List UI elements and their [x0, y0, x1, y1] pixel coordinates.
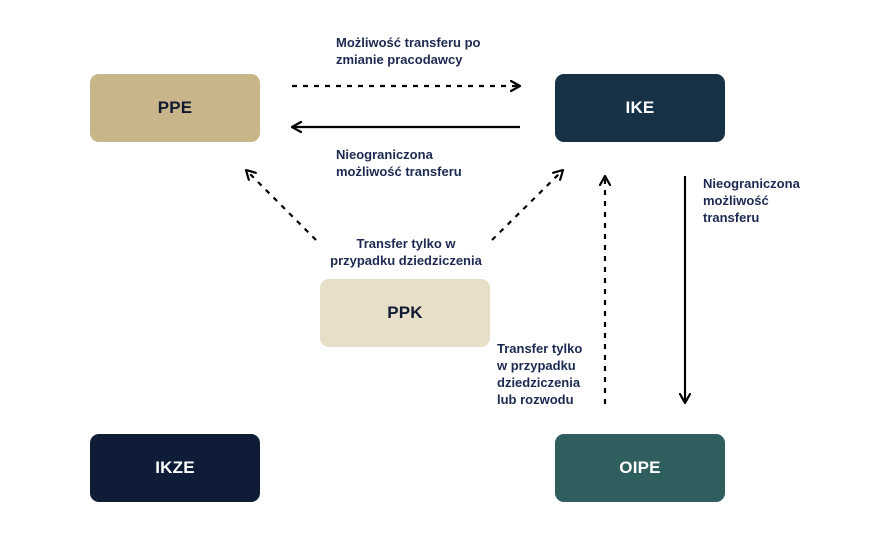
label-line: Nieograniczona [703, 176, 800, 191]
label-line: Transfer tylko [497, 341, 583, 356]
label-line: Nieograniczona [336, 147, 433, 162]
label-line: Możliwość transferu po [336, 35, 481, 50]
edge-ppk-to-ppe [246, 170, 317, 241]
label-ppk-transfer: Transfer tylko w przypadku dziedziczenia [326, 235, 486, 269]
label-line: możliwość [703, 193, 769, 208]
node-ppe: PPE [90, 74, 260, 142]
node-oipe: OIPE [555, 434, 725, 502]
label-ppe-to-ike: Możliwość transferu po zmianie pracodawc… [336, 34, 480, 68]
label-line: dziedziczenia [497, 375, 581, 390]
label-line: zmianie pracodawcy [336, 52, 463, 67]
edge-ppk-to-ike [491, 170, 563, 241]
node-ike: IKE [555, 74, 725, 142]
label-oipe-to-ike: Transfer tylko w przypadku dziedziczenia… [497, 340, 582, 408]
label-line: lub rozwodu [497, 392, 574, 407]
label-line: przypadku dziedziczenia [330, 253, 482, 268]
node-ppk: PPK [320, 279, 490, 347]
node-ikze: IKZE [90, 434, 260, 502]
label-line: możliwość transferu [336, 164, 462, 179]
label-ike-to-ppe: Nieograniczona możliwość transferu [336, 146, 462, 180]
label-line: Transfer tylko w [356, 236, 456, 251]
label-line: transferu [703, 210, 760, 225]
label-ike-to-oipe: Nieograniczona możliwość transferu [703, 175, 800, 226]
label-line: w przypadku [497, 358, 576, 373]
